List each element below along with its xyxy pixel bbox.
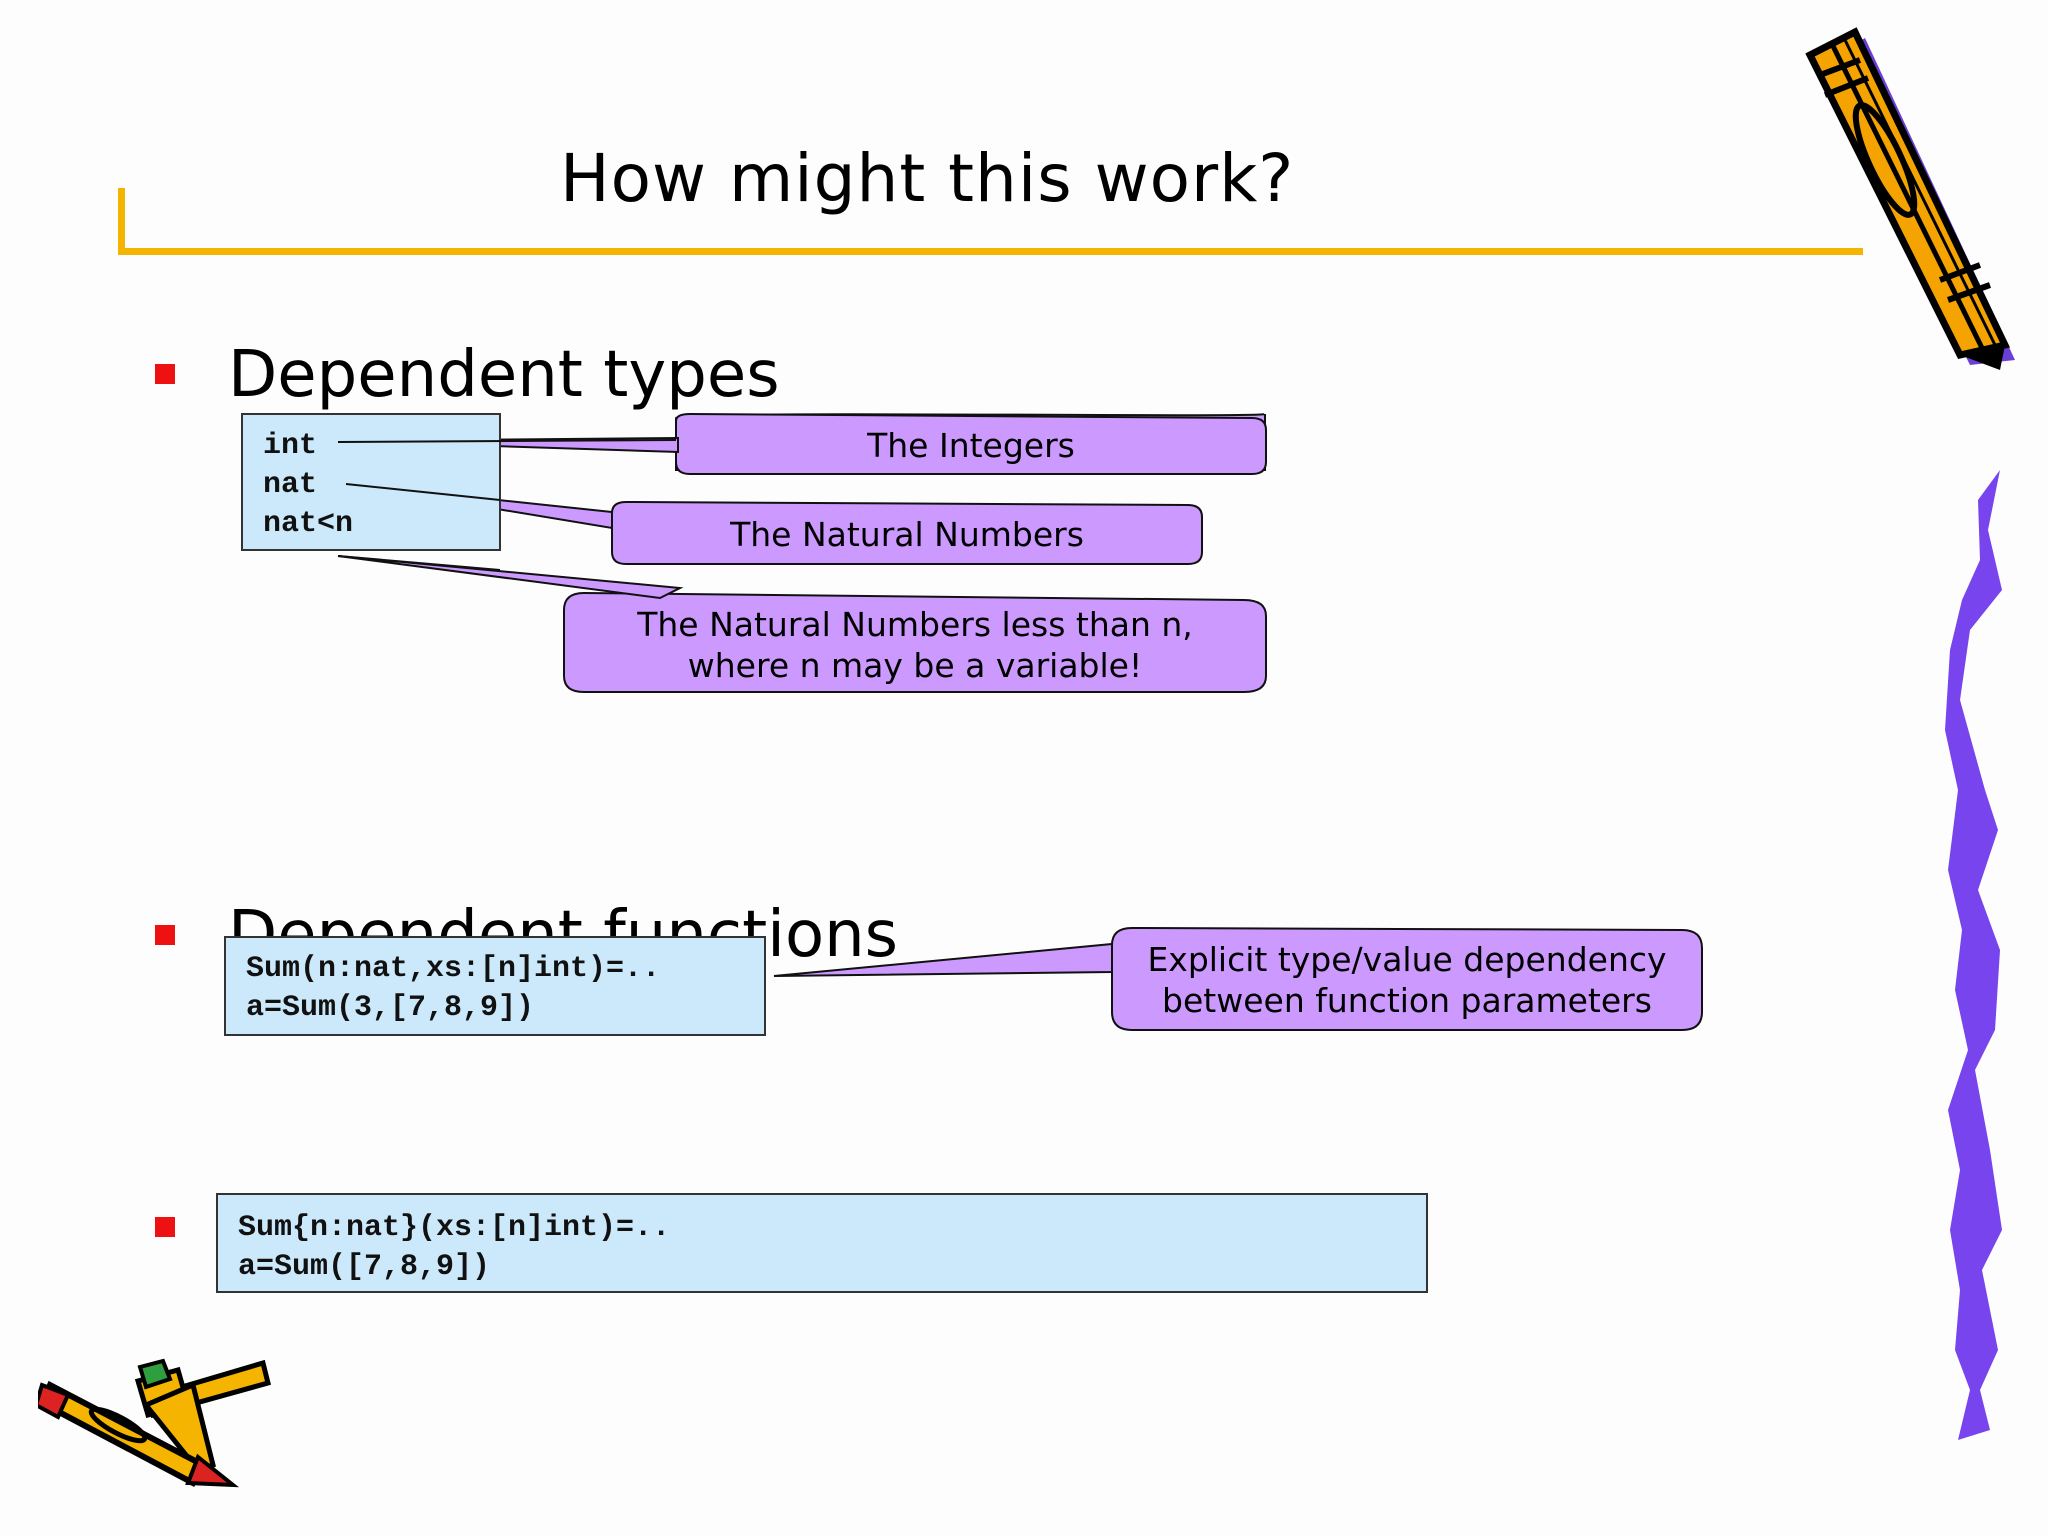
callout-integers-label: The Integers [867, 425, 1075, 465]
callout-natural-lt: The Natural Numbers less than n, where n… [564, 598, 1266, 692]
pencil-clipart-icon [1805, 27, 2015, 370]
code-line: a=Sum([7,8,9]) [238, 1250, 491, 1284]
heading-dependent-types: Dependent types [228, 338, 780, 412]
code-line: int [263, 429, 318, 463]
callout-dependency-box [1111, 926, 1703, 1031]
code-line: Sum{n:nat}(xs:[n]int)=.. [238, 1211, 671, 1245]
code-line: nat [263, 468, 318, 502]
title-rule-vertical [118, 188, 125, 255]
code-line: Sum(n:nat,xs:[n]int)=.. [246, 952, 661, 986]
code-box-functions: Sum(n:nat,xs:[n]int)=.. a=Sum(3,[7,8,9]) [224, 936, 766, 1036]
bullet-2 [155, 925, 175, 945]
callout-dependency: Explicit type/value dependency between f… [1112, 930, 1702, 1030]
crossed-pencils-clipart-icon [38, 1358, 272, 1488]
callout-natural: The Natural Numbers [612, 504, 1202, 564]
callout-natural-lt-box [563, 591, 1267, 693]
slide-title: How might this work? [560, 140, 1295, 217]
code-box-implicit: Sum{n:nat}(xs:[n]int)=.. a=Sum([7,8,9]) [216, 1193, 1428, 1293]
callout-natural-lt-line1: The Natural Numbers less than n, [637, 605, 1193, 644]
callout-dependency-line1: Explicit type/value dependency [1147, 940, 1667, 979]
bullet-3 [155, 1217, 175, 1237]
code-line: nat<n [263, 507, 354, 541]
callout-natural-lt-line2: where n may be a variable! [687, 646, 1143, 685]
code-box-types: int nat nat<n [241, 413, 501, 551]
title-rule [118, 248, 1863, 255]
bullet-1 [155, 364, 175, 384]
callout-natural-label: The Natural Numbers [730, 514, 1084, 554]
callout-natural-box [611, 500, 1203, 565]
callout-integers: The Integers [676, 416, 1266, 474]
callout-integers-box [675, 412, 1267, 475]
callout-dependency-line2: between function parameters [1162, 981, 1652, 1020]
code-line: a=Sum(3,[7,8,9]) [246, 991, 535, 1025]
squiggle-line [1945, 470, 2002, 1440]
